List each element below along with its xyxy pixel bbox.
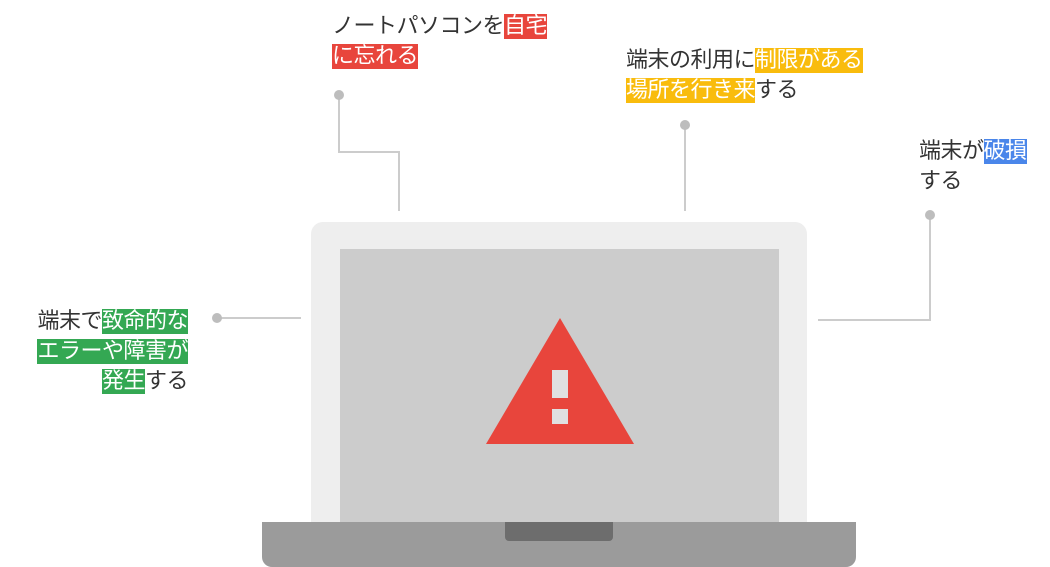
laptop-notch [505, 522, 613, 541]
highlight-yellow: 場所を行き来 [626, 78, 756, 103]
highlight-green: 致命的な [101, 309, 189, 334]
callout-text: する [144, 369, 189, 394]
callout-text: する [755, 78, 799, 103]
warning-triangle-icon [486, 318, 634, 444]
highlight-red: 自宅 [504, 14, 548, 39]
highlight-green: エラーや障害が [37, 339, 188, 364]
connector-dot-restrict [680, 120, 690, 130]
highlight-yellow: 制限がある [755, 48, 863, 73]
callout-text: ノートパソコンを [332, 14, 505, 39]
highlight-red: に忘れる [332, 44, 419, 69]
callout-device-damaged: 端末が破損 する [919, 137, 1027, 197]
callout-text: 端末の利用に [626, 48, 756, 73]
callout-fatal-error: 端末で致命的な エラーや障害が 発生する [37, 307, 189, 397]
callout-text: する [919, 169, 963, 194]
callout-forget-at-home: ノートパソコンを自宅 に忘れる [332, 12, 548, 72]
callout-text: 端末で [37, 309, 102, 334]
callout-restricted-locations: 端末の利用に制限がある 場所を行き来する [626, 46, 863, 106]
connector-dot-error [212, 313, 222, 323]
connector-dot-damage [925, 210, 935, 220]
highlight-blue: 破損 [983, 139, 1027, 164]
callout-text: 端末が [919, 139, 984, 164]
highlight-green: 発生 [101, 369, 145, 394]
connector-damage [818, 216, 931, 321]
connector-dot-home [334, 90, 344, 100]
connector-home [338, 96, 400, 211]
